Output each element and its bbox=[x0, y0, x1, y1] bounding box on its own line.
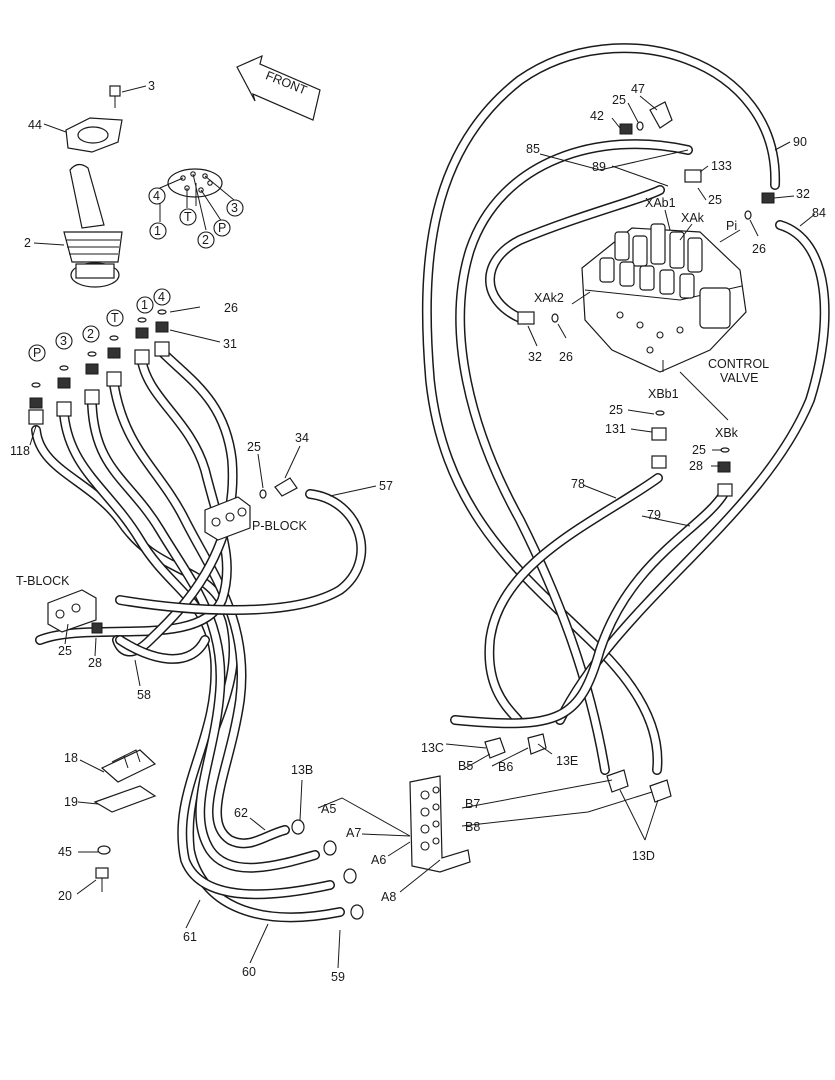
control-valve bbox=[581, 223, 747, 373]
callout-85: 85 bbox=[526, 142, 540, 156]
callout-18: 18 bbox=[64, 751, 78, 765]
circle-label-1-b: 1 bbox=[141, 298, 148, 312]
callout-34: 34 bbox=[295, 431, 309, 445]
p-block-label: P-BLOCK bbox=[252, 519, 308, 533]
callout-90: 90 bbox=[793, 135, 807, 149]
port-label-b6: B6 bbox=[498, 760, 513, 774]
callout-31: 31 bbox=[223, 337, 237, 351]
callout-13e: 13E bbox=[556, 754, 578, 768]
front-arrow: FRONT bbox=[236, 54, 321, 121]
port-label-a7: A7 bbox=[346, 826, 361, 840]
callout-26-c: 26 bbox=[559, 350, 573, 364]
callout-13d: 13D bbox=[632, 849, 655, 863]
circle-label-2-b: 2 bbox=[87, 327, 94, 341]
callout-84: 84 bbox=[812, 206, 826, 220]
circle-label-4-b: 4 bbox=[158, 290, 165, 304]
callout-20: 20 bbox=[58, 889, 72, 903]
callout-59: 59 bbox=[331, 970, 345, 984]
circle-label-P-b: P bbox=[33, 346, 41, 360]
circle-label-2-a: 2 bbox=[202, 233, 209, 247]
hose-group bbox=[31, 43, 830, 923]
callout-13c: 13C bbox=[421, 741, 444, 755]
port-label-a8: A8 bbox=[381, 890, 396, 904]
callout-25-b: 25 bbox=[708, 193, 722, 207]
joystick-assembly: 4 1 T 2 P 3 bbox=[63, 85, 244, 288]
circle-label-4-a: 4 bbox=[153, 189, 160, 203]
callout-131: 131 bbox=[605, 422, 626, 436]
control-valve-label-2: VALVE bbox=[720, 371, 758, 385]
callout-79: 79 bbox=[647, 508, 661, 522]
callout-78: 78 bbox=[571, 477, 585, 491]
callout-3: 3 bbox=[148, 79, 155, 93]
port-label-a5: A5 bbox=[321, 802, 336, 816]
callout-32-a: 32 bbox=[796, 187, 810, 201]
t-block-label: T-BLOCK bbox=[16, 574, 70, 588]
callout-47: 47 bbox=[631, 82, 645, 96]
callout-118: 118 bbox=[10, 444, 30, 458]
callout-61: 61 bbox=[183, 930, 197, 944]
port-label-b8: B8 bbox=[465, 820, 480, 834]
labels: CONTROL VALVE P-BLOCK T-BLOCK XAb1 XAk P… bbox=[10, 79, 826, 984]
port-label-pi: Pi bbox=[726, 219, 737, 233]
callout-26-b: 26 bbox=[224, 301, 238, 315]
callout-26-a: 26 bbox=[752, 242, 766, 256]
callout-45: 45 bbox=[58, 845, 72, 859]
callout-58: 58 bbox=[137, 688, 151, 702]
callout-28-a: 28 bbox=[689, 459, 703, 473]
circle-label-3-b: 3 bbox=[60, 334, 67, 348]
circle-label-1-a: 1 bbox=[154, 224, 161, 238]
circle-label-P-a: P bbox=[218, 221, 226, 235]
callout-133: 133 bbox=[711, 159, 732, 173]
port-label-xbk: XBk bbox=[715, 426, 739, 440]
callout-25-c: 25 bbox=[609, 403, 623, 417]
circle-label-T-b: T bbox=[111, 311, 119, 325]
callout-42: 42 bbox=[590, 109, 604, 123]
port-label-xak2: XAk2 bbox=[534, 291, 564, 305]
callout-25-f: 25 bbox=[58, 644, 72, 658]
fittings bbox=[28, 101, 775, 920]
callout-13b: 13B bbox=[291, 763, 313, 777]
callout-19: 19 bbox=[64, 795, 78, 809]
port-label-b7: B7 bbox=[465, 797, 480, 811]
callout-57: 57 bbox=[379, 479, 393, 493]
port-label-xab1: XAb1 bbox=[645, 196, 676, 210]
callout-32-b: 32 bbox=[528, 350, 542, 364]
callout-25-e: 25 bbox=[247, 440, 261, 454]
callout-60: 60 bbox=[242, 965, 256, 979]
callout-89: 89 bbox=[592, 160, 606, 174]
port-label-b5: B5 bbox=[458, 759, 473, 773]
callout-2: 2 bbox=[24, 236, 31, 250]
leader-lines bbox=[29, 85, 816, 969]
callout-25-a: 25 bbox=[612, 93, 626, 107]
circle-label-T-a: T bbox=[184, 210, 192, 224]
control-valve-label-1: CONTROL bbox=[708, 357, 769, 371]
callout-28-b: 28 bbox=[88, 656, 102, 670]
circle-label-3-a: 3 bbox=[231, 201, 238, 215]
callout-25-d: 25 bbox=[692, 443, 706, 457]
callout-62: 62 bbox=[234, 806, 248, 820]
callout-44: 44 bbox=[28, 118, 42, 132]
port-label-xak: XAk bbox=[681, 211, 705, 225]
pilot-port-circles: 1 4 T 2 3 P bbox=[28, 288, 171, 362]
port-label-xbb1: XBb1 bbox=[648, 387, 679, 401]
port-label-a6: A6 bbox=[371, 853, 386, 867]
